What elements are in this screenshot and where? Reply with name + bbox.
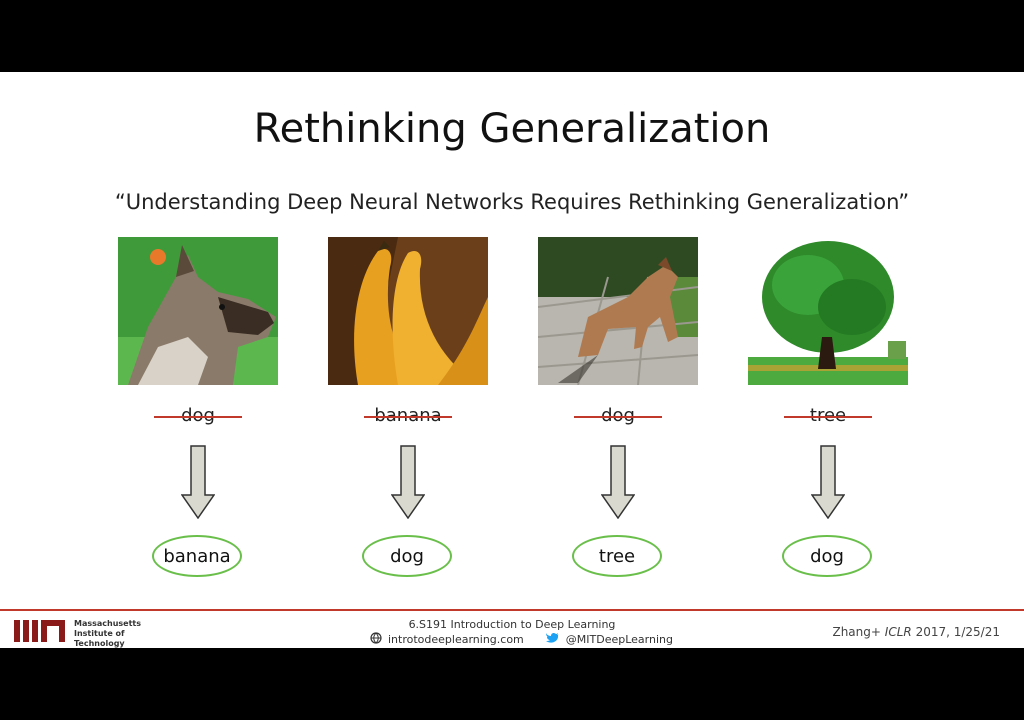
slide-title: Rethinking Generalization [253,106,771,152]
slide: Rethinking Generalization “Understanding… [0,72,1024,648]
original-label: dog [181,405,215,426]
down-arrow-icon [600,445,636,523]
twitter-handle-link[interactable]: @MITDeepLearning [565,633,673,646]
example-column-1: dog banana [108,237,288,577]
citation: Zhang+ ICLR 2017, 1/25/21 [832,625,1000,639]
example-column-4: tree dog [738,237,918,577]
strikethrough-line [364,416,452,418]
example-column-3: dog tree [528,237,708,577]
strikethrough-line [784,416,872,418]
dog-photo-2 [538,237,698,385]
down-arrow-icon [180,445,216,523]
original-label: dog [601,405,635,426]
mit-logo-icon [14,620,68,646]
original-label: tree [809,405,847,426]
random-label-oval: dog [362,535,452,577]
example-column-2: banana dog [318,237,498,577]
paper-title-quote: “Understanding Deep Neural Networks Requ… [114,190,910,214]
random-label-oval: banana [152,535,242,577]
strikethrough-line [154,416,242,418]
twitter-icon [545,632,560,647]
random-label-oval: tree [572,535,662,577]
website-link[interactable]: introtodeeplearning.com [388,633,524,646]
down-arrow-icon [810,445,846,523]
course-name: 6.S191 Introduction to Deep Learning [408,618,616,631]
down-arrow-icon [390,445,426,523]
mit-wordmark: Massachusetts Institute of Technology [74,619,142,648]
tree-photo [748,237,908,385]
footer-divider [0,609,1024,611]
banana-photo [328,237,488,385]
globe-icon [370,632,382,647]
dog-photo-1 [118,237,278,385]
random-label-oval: dog [782,535,872,577]
footer-links: introtodeeplearning.com @MITDeepLearning [370,632,673,647]
strikethrough-line [574,416,662,418]
original-label: banana [374,405,442,426]
